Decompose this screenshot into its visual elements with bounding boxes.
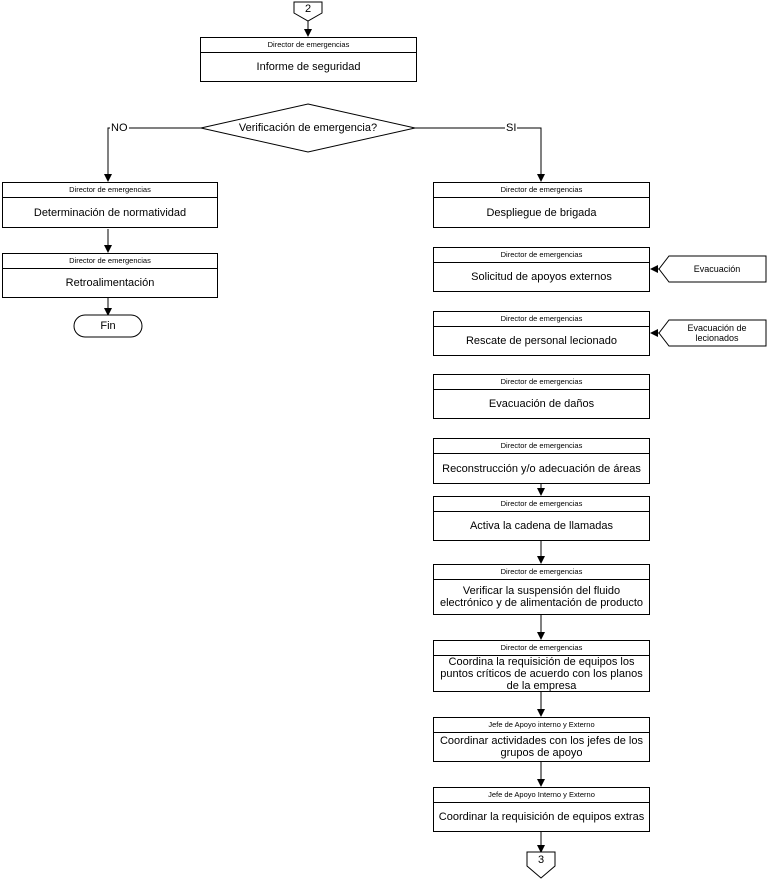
arrow-no-branch <box>104 127 201 182</box>
step-role: Jefe de Apoyo Interno y Externo <box>434 788 649 803</box>
external-input-lecionados-shape <box>658 319 767 347</box>
step-task: Informe de seguridad <box>256 61 361 73</box>
decision-no-label: NO <box>110 122 129 134</box>
decision-question: Verificación de emergencia? <box>238 122 378 134</box>
step-role: Director de emergencias <box>434 312 649 327</box>
step-role: Director de emergencias <box>434 565 649 580</box>
step-evacuacion-danos: Director de emergencias Evacuación de da… <box>433 374 650 419</box>
step-requisicion-equipos-extras: Jefe de Apoyo Interno y Externo Coordina… <box>433 787 650 832</box>
step-role: Director de emergencias <box>434 248 649 263</box>
terminal-fin-label: Fin <box>100 320 116 332</box>
step-coordinar-actividades: Jefe de Apoyo interno y Externo Coordina… <box>433 717 650 762</box>
step-verificar-suspension: Director de emergencias Verificar la sus… <box>433 564 650 615</box>
step-task: Verificar la suspensión del fluido elect… <box>439 585 643 609</box>
step-role: Director de emergencias <box>3 254 217 269</box>
step-task: Retroalimentación <box>65 277 155 289</box>
step-task: Despliegue de brigada <box>486 206 597 219</box>
step-role: Director de emergencias <box>434 439 649 454</box>
step-role: Director de emergencias <box>434 641 649 656</box>
step-retroalimentacion: Director de emergencias Retroalimentació… <box>2 253 218 298</box>
external-input-evacuacion-lecionados: Evacuación de lecionados <box>687 323 747 343</box>
step-task: Coordina la requisición de equipos los p… <box>440 655 643 692</box>
step-solicitud-apoyos: Director de emergencias Solicitud de apo… <box>433 247 650 292</box>
step-task: Reconstrucción y/o adecuación de áreas <box>442 462 641 475</box>
step-role: Director de emergencias <box>434 497 649 512</box>
external-input-evacuacion: Evacuación <box>693 264 741 274</box>
step-reconstruccion: Director de emergencias Reconstrucción y… <box>433 438 650 484</box>
connector-bottom-shape <box>526 851 556 879</box>
step-task: Rescate de personal lecionado <box>465 335 618 347</box>
step-role: Director de emergencias <box>3 183 217 198</box>
step-cadena-llamadas: Director de emergencias Activa la cadena… <box>433 496 650 541</box>
step-task: Activa la cadena de llamadas <box>469 520 614 532</box>
step-task: Evacuación de daños <box>488 398 595 410</box>
step-despliegue-brigada: Director de emergencias Despliegue de br… <box>433 182 650 228</box>
step-role: Director de emergencias <box>434 183 649 198</box>
external-input-evacuacion-shape <box>658 255 767 283</box>
step-role: Director de emergencias <box>434 375 649 390</box>
step-role: Director de emergencias <box>201 38 416 53</box>
step-role: Jefe de Apoyo interno y Externo <box>434 718 649 733</box>
arrow-yes-branch <box>415 127 545 182</box>
connector-top-shape <box>293 1 323 22</box>
decision-diamond <box>200 103 416 153</box>
connector-bottom-label: 3 <box>537 854 545 866</box>
step-task: Determinación de normatividad <box>33 206 187 219</box>
step-informe-seguridad: Director de emergencias Informe de segur… <box>200 37 417 82</box>
step-determinacion-normatividad: Director de emergencias Determinación de… <box>2 182 218 228</box>
connector-top-label: 2 <box>304 3 312 15</box>
step-task: Coordinar actividades con los jefes de l… <box>439 735 643 759</box>
step-task: Solicitud de apoyos externos <box>471 271 612 283</box>
decision-yes-label: SI <box>505 122 518 134</box>
terminal-fin-shape <box>73 314 143 338</box>
step-coordina-requisicion: Director de emergencias Coordina la requ… <box>433 640 650 692</box>
step-task: Coordinar la requisición de equipos extr… <box>438 811 645 823</box>
step-rescate-personal: Director de emergencias Rescate de perso… <box>433 311 650 356</box>
